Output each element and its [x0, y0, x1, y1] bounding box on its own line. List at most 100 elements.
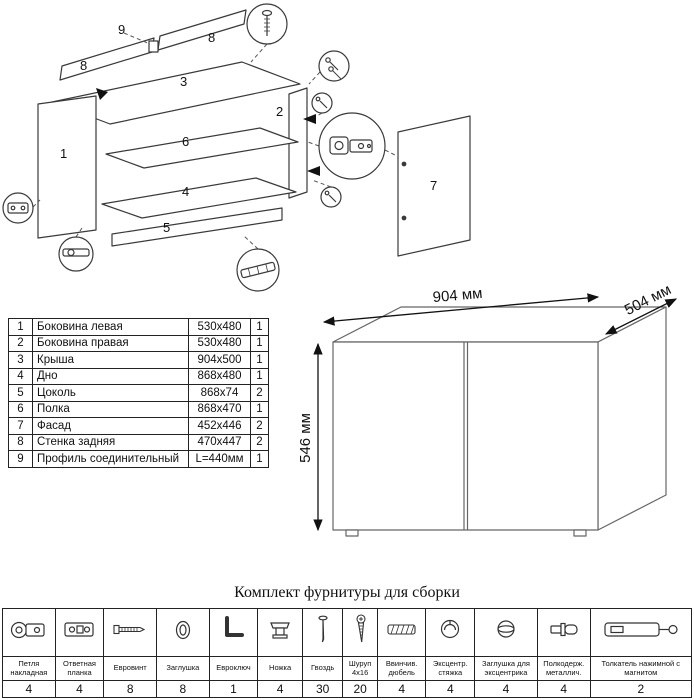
part-name: Боковина правая	[32, 334, 189, 352]
table-row: 3 Крыша 904x500 1	[8, 351, 269, 369]
part-size: L=440мм	[188, 450, 251, 468]
part-label-1: 1	[60, 146, 67, 161]
hardware-qty: 4	[536, 680, 591, 698]
strike-plate-icon	[63, 622, 94, 637]
part-qty: 2	[250, 433, 269, 451]
hardware-qty: 2	[589, 680, 693, 698]
hardware-icon-cell	[301, 608, 344, 657]
part-qty: 2	[250, 384, 269, 402]
hardware-name: Шуруп 4x16	[342, 656, 378, 681]
part-size: 530x480	[188, 318, 251, 336]
exploded-view-diagram: 9 8 8 3 2 1 6 4 5 7	[2, 3, 471, 292]
part-label-4: 4	[182, 184, 189, 199]
depth-dimension-arrow	[604, 298, 678, 335]
small-screw-callout-1	[311, 92, 333, 114]
hardware-icon-cell	[536, 608, 591, 657]
hex-key-icon	[224, 616, 244, 637]
part-size: 868x480	[188, 367, 251, 385]
hardware-table: Петля накладная Ответная планка Евровинт…	[2, 608, 693, 698]
small-screw-callout-2	[320, 186, 342, 208]
plinth-panel	[111, 207, 283, 247]
part-name: Дно	[32, 367, 189, 385]
hardware-qty: 8	[103, 680, 157, 698]
right-side-panel	[288, 87, 308, 199]
euroscrew-icon	[113, 624, 146, 635]
shelf-pin-icon	[550, 622, 578, 637]
hinge-callout	[318, 112, 386, 180]
hardware-qty: 4	[257, 680, 303, 698]
hardware-name: Евроключ	[208, 656, 259, 681]
push-latch-icon	[604, 622, 678, 637]
part-size: 868x74	[188, 384, 251, 402]
cabinet-dimension-drawing: 904 мм 504 мм 546 мм	[298, 281, 678, 537]
hardware-kit-title: Комплект фурнитуры для сборки	[234, 584, 460, 601]
part-size: 530x480	[188, 334, 251, 352]
part-qty: 1	[250, 400, 269, 418]
table-row: 9 Профиль соединительный L=440мм 1	[8, 450, 269, 468]
bottom-panel	[101, 177, 297, 219]
cabinet-foot	[345, 529, 359, 537]
width-dimension-arrow	[322, 293, 600, 326]
hinge-icon	[10, 621, 45, 639]
hardware-qty: 4	[54, 680, 105, 698]
part-label-7: 7	[430, 178, 437, 193]
width-dimension-label: 904 мм	[432, 285, 483, 306]
hardware-name: Эксцентр. стяжка	[425, 656, 476, 681]
hardware-name: Ввинчив. дюбель	[376, 656, 427, 681]
hardware-icon-cell	[2, 608, 56, 657]
part-name: Фасад	[32, 417, 189, 435]
hardware-qty: 4	[2, 680, 56, 698]
hardware-icon-row	[2, 608, 693, 657]
hardware-qty: 30	[301, 680, 344, 698]
shelf-panel	[105, 127, 299, 169]
part-qty: 1	[250, 450, 269, 468]
plate-callout	[2, 192, 34, 224]
hardware-name: Ответная планка	[54, 656, 105, 681]
hardware-icon-cell	[474, 608, 538, 657]
hardware-qty: 4	[425, 680, 476, 698]
part-size: 904x500	[188, 351, 251, 369]
table-row: 5 Цоколь 868x74 2	[8, 384, 269, 402]
cabinet-right-face	[597, 306, 667, 531]
hardware-name: Заглушка	[156, 656, 210, 681]
hardware-icon-cell	[376, 608, 427, 657]
screws-callout	[318, 50, 350, 82]
profile-callout	[236, 248, 280, 292]
hardware-icon-cell	[589, 608, 693, 657]
parts-table: 1 Боковина левая 530x480 1 2 Боковина пр…	[8, 318, 269, 468]
cap-icon	[175, 620, 190, 640]
hardware-icon-cell	[257, 608, 303, 657]
hardware-name: Толкатель нажимной с магнитом	[589, 656, 693, 681]
part-number: 7	[8, 417, 33, 435]
height-dimension-label: 546 мм	[298, 413, 314, 463]
part-qty: 1	[250, 318, 269, 336]
hardware-qty: 20	[342, 680, 378, 698]
part-qty: 1	[250, 351, 269, 369]
part-label-2: 2	[276, 104, 283, 119]
part-size: 452x446	[188, 417, 251, 435]
part-name: Стенка задняя	[32, 433, 189, 451]
part-qty: 1	[250, 334, 269, 352]
leg-icon	[270, 622, 290, 639]
table-row: 1 Боковина левая 530x480 1	[8, 318, 269, 336]
hardware-icon-cell	[54, 608, 105, 657]
hardware-qty: 4	[376, 680, 427, 698]
part-number: 6	[8, 400, 33, 418]
part-label-6: 6	[182, 134, 189, 149]
part-number: 8	[8, 433, 33, 451]
part-label-3: 3	[180, 74, 187, 89]
part-number: 9	[8, 450, 33, 468]
part-size: 470x447	[188, 433, 251, 451]
part-number: 3	[8, 351, 33, 369]
part-number: 5	[8, 384, 33, 402]
part-label-8b: 8	[208, 30, 215, 45]
cabinet-foot	[573, 529, 587, 537]
hardware-name: Гвоздь	[301, 656, 344, 681]
table-row: 4 Дно 868x480 1	[8, 367, 269, 385]
hardware-icon-cell	[103, 608, 157, 657]
table-row: 2 Боковина правая 530x480 1	[8, 334, 269, 352]
hardware-name: Петля накладная	[2, 656, 56, 681]
screw-callout	[246, 3, 288, 45]
table-row: 7 Фасад 452x446 2	[8, 417, 269, 435]
